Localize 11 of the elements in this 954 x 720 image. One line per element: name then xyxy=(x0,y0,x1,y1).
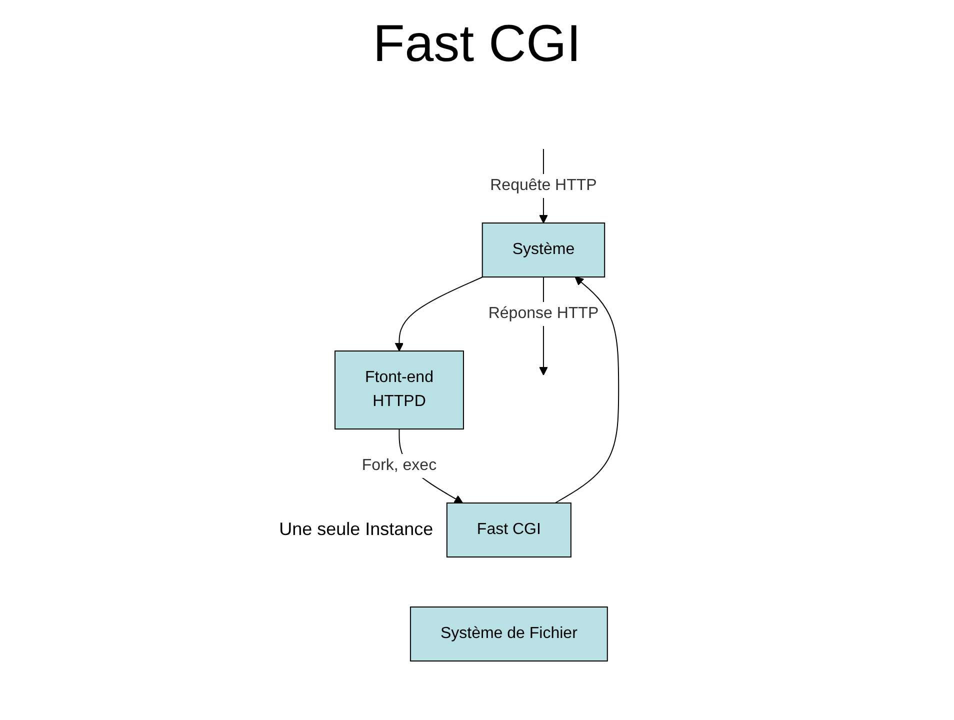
arrow xyxy=(395,276,484,352)
edge-label: Réponse HTTP xyxy=(488,305,599,322)
diagram-title: Fast CGI xyxy=(372,14,582,74)
node-box: Système de Fichier xyxy=(410,606,608,662)
node-caption: Une seule Instance xyxy=(279,519,434,540)
node-box: Ftont-end HTTPD xyxy=(334,350,464,430)
arrow xyxy=(554,276,620,504)
edge-label: Requête HTTP xyxy=(490,177,598,194)
edge-label: Fork, exec xyxy=(362,457,437,474)
node-box: Système xyxy=(482,222,606,278)
node-box: Fast CGI xyxy=(446,502,572,558)
